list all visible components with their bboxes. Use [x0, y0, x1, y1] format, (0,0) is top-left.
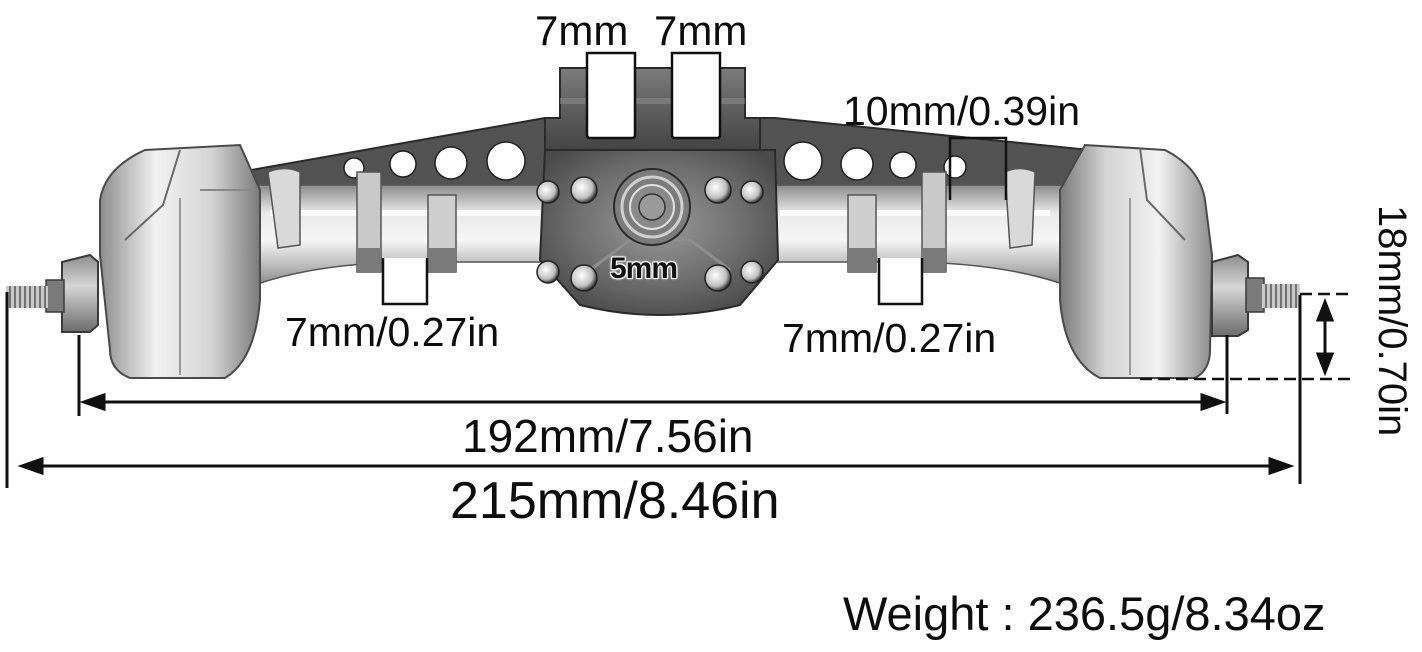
- overall-width-label: 215mm/8.46in: [450, 472, 780, 530]
- truss-plate: [239, 117, 1091, 197]
- right-threaded-stub: [1262, 284, 1300, 308]
- truss-tab-box: [948, 136, 1008, 200]
- lower-mount-left-box: [381, 258, 429, 306]
- diff-bolt-label: 5mm: [610, 252, 678, 285]
- upper-mount-right-label: 7mm: [654, 7, 748, 54]
- right-knuckle: [1059, 143, 1300, 379]
- upper-mount-left-label: 7mm: [535, 7, 629, 54]
- lower-mount-right-label: 7mm/0.27in: [782, 315, 997, 361]
- upper-link-tower: [544, 67, 761, 151]
- hub-width-arrowhead-left: [79, 392, 106, 412]
- diff-housing: [536, 149, 780, 316]
- overall-width-arrowhead-left: [17, 456, 44, 476]
- axle-offset-label: 18mm/0.70in: [1370, 205, 1414, 437]
- upper-mount-right-box: [670, 51, 722, 140]
- hub-width-arrowhead-right: [1200, 392, 1227, 412]
- overall-width-arrowhead-right: [1268, 456, 1295, 476]
- left-knuckle: [6, 143, 261, 379]
- upper-mount-left-box: [585, 51, 637, 140]
- offset-arrowhead-top: [1315, 297, 1335, 322]
- offset-arrowhead-bottom: [1315, 352, 1335, 377]
- dimension-lines: [5, 292, 1352, 488]
- hub-width-label: 192mm/7.56in: [462, 410, 754, 462]
- lower-mount-right-box: [877, 258, 924, 306]
- callout-boxes: [381, 51, 1008, 306]
- lower-mount-left-label: 7mm/0.27in: [285, 309, 500, 355]
- axle-tubes: [199, 167, 1121, 296]
- weight-label: Weight : 236.5g/8.34oz: [843, 587, 1326, 640]
- truss-tab-label: 10mm/0.39in: [843, 88, 1081, 134]
- left-threaded-stub: [6, 286, 48, 308]
